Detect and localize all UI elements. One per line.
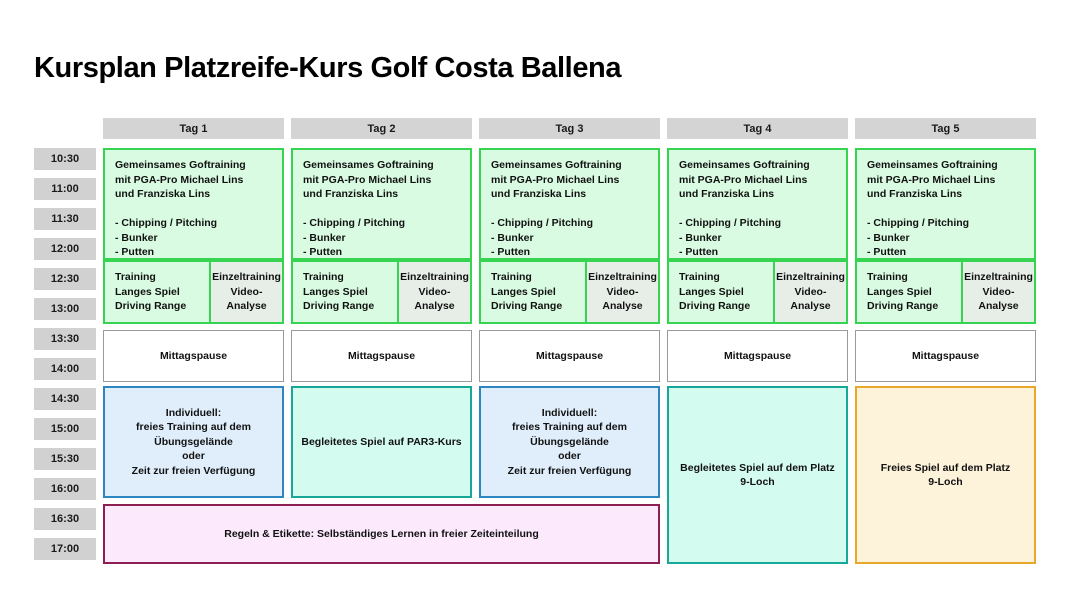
time-label: 13:00: [34, 298, 96, 320]
event-morning-training-tag-1[interactable]: Gemeinsames Goftraining mit PGA-Pro Mich…: [103, 148, 284, 260]
event-single-training-tag-2[interactable]: Einzeltraining Video-Analyse: [397, 260, 472, 324]
time-label: 16:30: [34, 508, 96, 530]
event-long-game-tag-1[interactable]: Training Langes Spiel Driving Range: [103, 260, 211, 324]
day-header-tag-3: Tag 3: [479, 118, 660, 139]
day-header-tag-1: Tag 1: [103, 118, 284, 139]
time-label: 16:00: [34, 478, 96, 500]
event-long-game-tag-4[interactable]: Training Langes Spiel Driving Range: [667, 260, 775, 324]
time-label: 15:00: [34, 418, 96, 440]
time-label: 12:00: [34, 238, 96, 260]
day-header-tag-2: Tag 2: [291, 118, 472, 139]
event-long-game-tag-3[interactable]: Training Langes Spiel Driving Range: [479, 260, 587, 324]
event-single-training-tag-5[interactable]: Einzeltraining Video-Analyse: [961, 260, 1036, 324]
event-long-game-tag-2[interactable]: Training Langes Spiel Driving Range: [291, 260, 399, 324]
event-morning-training-tag-3[interactable]: Gemeinsames Goftraining mit PGA-Pro Mich…: [479, 148, 660, 260]
time-label: 17:00: [34, 538, 96, 560]
event-lunch-tag-2[interactable]: Mittagspause: [291, 330, 472, 382]
time-label: 14:00: [34, 358, 96, 380]
day-header-tag-4: Tag 4: [667, 118, 848, 139]
schedule-grid: 10:30 11:00 11:30 12:00 12:30 13:00 13:3…: [34, 118, 1044, 564]
time-label: 11:30: [34, 208, 96, 230]
event-par3-round-tag-2[interactable]: Begleitetes Spiel auf PAR3-Kurs: [291, 386, 472, 498]
time-label: 14:30: [34, 388, 96, 410]
page-title: Kursplan Platzreife-Kurs Golf Costa Ball…: [34, 52, 622, 85]
event-long-game-tag-5[interactable]: Training Langes Spiel Driving Range: [855, 260, 963, 324]
day-header-row: Tag 1 Tag 2 Tag 3 Tag 4 Tag 5: [103, 118, 1044, 139]
event-free-round-tag-5[interactable]: Freies Spiel auf dem Platz 9-Loch: [855, 386, 1036, 564]
event-morning-training-tag-2[interactable]: Gemeinsames Goftraining mit PGA-Pro Mich…: [291, 148, 472, 260]
event-lunch-tag-4[interactable]: Mittagspause: [667, 330, 848, 382]
event-lunch-tag-5[interactable]: Mittagspause: [855, 330, 1036, 382]
event-individual-practice-tag-3[interactable]: Individuell: freies Training auf dem Übu…: [479, 386, 660, 498]
time-label: 13:30: [34, 328, 96, 350]
event-individual-practice-tag-1[interactable]: Individuell: freies Training auf dem Übu…: [103, 386, 284, 498]
time-label: 10:30: [34, 148, 96, 170]
event-single-training-tag-1[interactable]: Einzeltraining Video-Analyse: [209, 260, 284, 324]
time-axis: 10:30 11:00 11:30 12:00 12:30 13:00 13:3…: [34, 148, 96, 568]
event-guided-round-tag-4[interactable]: Begleitetes Spiel auf dem Platz 9-Loch: [667, 386, 848, 564]
event-morning-training-tag-4[interactable]: Gemeinsames Goftraining mit PGA-Pro Mich…: [667, 148, 848, 260]
time-label: 11:00: [34, 178, 96, 200]
day-columns: Tag 1 Tag 2 Tag 3 Tag 4 Tag 5 Gemeinsame…: [103, 118, 1044, 564]
event-morning-training-tag-5[interactable]: Gemeinsames Goftraining mit PGA-Pro Mich…: [855, 148, 1036, 260]
time-label: 15:30: [34, 448, 96, 470]
event-single-training-tag-3[interactable]: Einzeltraining Video-Analyse: [585, 260, 660, 324]
event-lunch-tag-1[interactable]: Mittagspause: [103, 330, 284, 382]
day-header-tag-5: Tag 5: [855, 118, 1036, 139]
event-rules-etiquette[interactable]: Regeln & Etikette: Selbständiges Lernen …: [103, 504, 660, 564]
event-lunch-tag-3[interactable]: Mittagspause: [479, 330, 660, 382]
event-single-training-tag-4[interactable]: Einzeltraining Video-Analyse: [773, 260, 848, 324]
time-label: 12:30: [34, 268, 96, 290]
